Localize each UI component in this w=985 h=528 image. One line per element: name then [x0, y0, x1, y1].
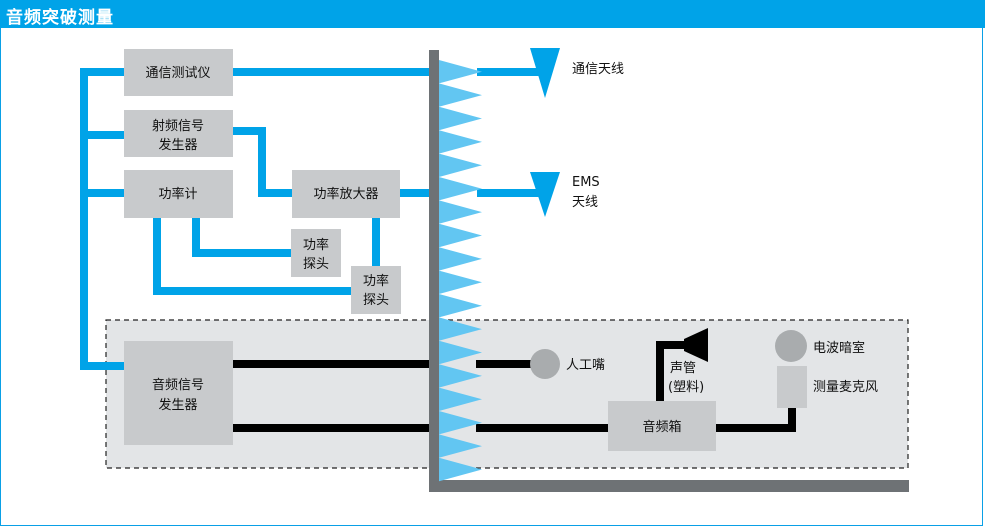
chamber-label: 电波暗室	[813, 340, 865, 356]
microphone-icon	[777, 366, 807, 408]
tube-label-2: (塑料)	[668, 380, 704, 395]
chamber-region	[105, 319, 909, 469]
rf-generator-box: 射频信号 发生器	[124, 110, 233, 157]
absorber-wedge	[439, 200, 482, 224]
power-meter-label: 功率计	[158, 186, 197, 202]
absorber-wedge	[439, 130, 482, 154]
comm-tester-box: 通信测试仪	[124, 49, 233, 96]
page-title: 音频突破测量	[6, 8, 114, 28]
rf-generator-label-1: 射频信号	[152, 118, 204, 134]
absorber-wedge	[439, 223, 482, 248]
comm-antenna-label: 通信天线	[572, 62, 624, 77]
microphone-label: 测量麦克风	[813, 380, 878, 395]
audio-connections	[233, 341, 796, 432]
absorber-wedges	[439, 60, 482, 482]
absorber-wedge	[439, 434, 482, 458]
absorber-wedge	[439, 340, 482, 365]
artificial-mouth-icon	[530, 349, 560, 379]
absorber-wedge	[439, 317, 482, 341]
tube-label-1: 声管	[670, 361, 696, 376]
power-probe-2-label-2: 探头	[363, 293, 389, 308]
rf-generator-label-2: 发生器	[158, 137, 197, 153]
tube-horn	[684, 328, 708, 362]
absorber-wedge	[439, 60, 482, 84]
comm-antenna-icon	[530, 48, 560, 98]
absorber-wedge	[439, 106, 482, 131]
speaker-box: 音频箱	[608, 401, 716, 451]
title-bar: 音频突破测量	[0, 0, 985, 28]
absorber-wedge	[439, 457, 482, 482]
power-amplifier-box: 功率放大器	[292, 170, 400, 218]
power-probe-1-box: 功率 探头	[291, 229, 341, 277]
chamber-wall	[429, 50, 439, 492]
absorber-wedge	[439, 83, 482, 107]
power-probe-1-label-2: 探头	[303, 257, 329, 272]
absorber-wedge	[439, 387, 482, 411]
blue-connections	[80, 68, 545, 370]
absorber-wedge	[439, 411, 482, 435]
absorber-wedge	[439, 294, 482, 318]
power-amplifier-label: 功率放大器	[313, 186, 378, 202]
audio-generator-box: 音频信号 发生器	[124, 341, 233, 445]
power-probe-2-box: 功率 探头	[351, 266, 401, 314]
power-probe-1-label-1: 功率	[303, 237, 329, 253]
absorber-wedge	[439, 270, 482, 294]
chamber-floor	[429, 480, 909, 492]
absorber-wedge	[439, 364, 482, 388]
ems-antenna-label-1: EMS	[572, 175, 600, 190]
absorber-wedge	[439, 247, 482, 271]
audio-generator-label-1: 音频信号	[152, 377, 204, 393]
power-meter-box: 功率计	[124, 170, 233, 218]
audio-generator-label-2: 发生器	[158, 397, 197, 413]
absorber-wedge	[439, 177, 482, 201]
artificial-mouth-label: 人工嘴	[566, 358, 605, 373]
speaker-label: 音频箱	[642, 419, 681, 435]
power-probe-2-label-1: 功率	[363, 273, 389, 289]
absorber-wedge	[439, 153, 482, 177]
ems-antenna-label-2: 天线	[572, 195, 598, 210]
comm-tester-label: 通信测试仪	[145, 66, 210, 81]
ems-antenna-icon	[530, 172, 560, 217]
chamber-icon	[775, 330, 807, 362]
